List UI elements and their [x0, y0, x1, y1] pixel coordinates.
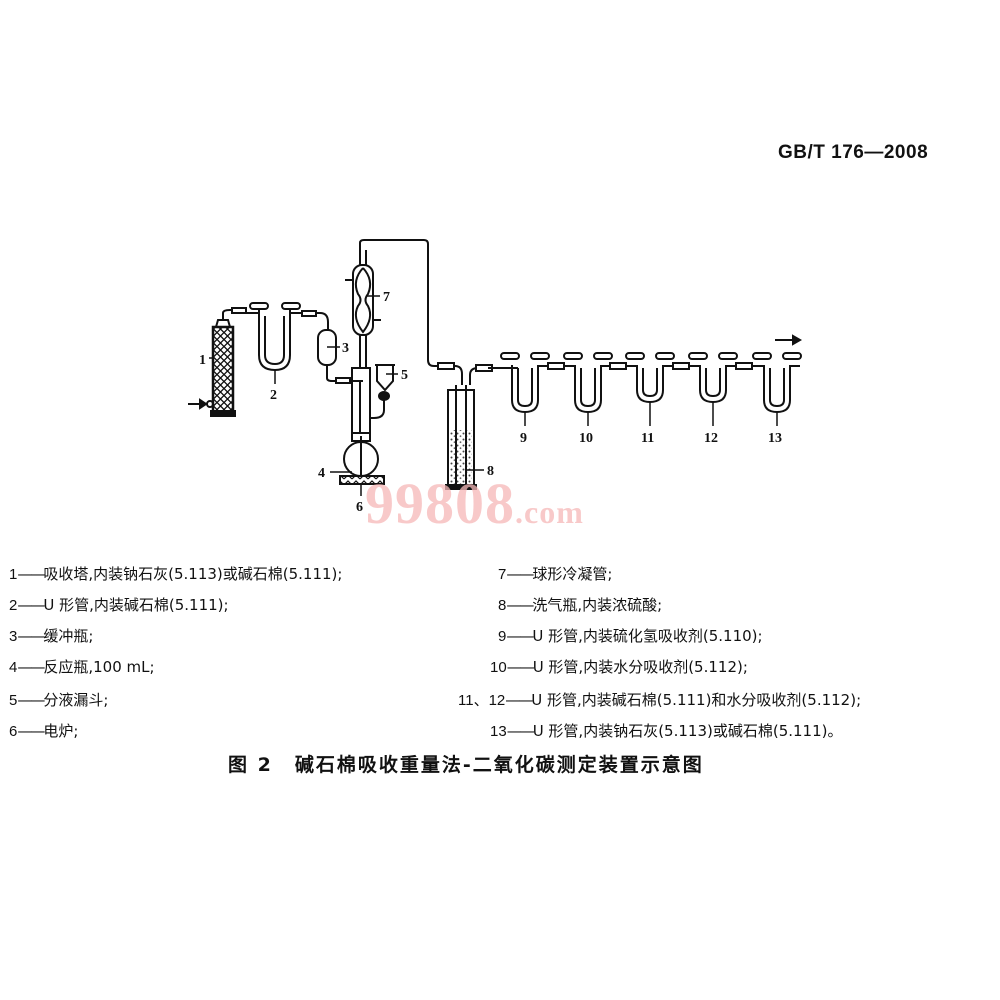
part-label-5: 5	[401, 368, 408, 383]
legend-num: 1	[9, 566, 18, 583]
legend-num: 10	[490, 659, 507, 676]
part-label-10: 10	[579, 431, 593, 446]
legend-dash: ——	[506, 627, 534, 645]
part-label-6: 6	[356, 500, 363, 515]
legend-item-3: 3——缓冲瓶;	[9, 625, 93, 646]
legend-item-10: 10——U 形管,内装水分吸收剂(5.112);	[490, 656, 748, 677]
legend-text: 电炉;	[43, 722, 79, 740]
legend-item-2: 2——U 形管,内装碱石棉(5.111);	[9, 594, 229, 615]
part-label-7: 7	[383, 290, 390, 305]
u-tube-13	[752, 352, 802, 414]
legend-text: U 形管,内装碱石棉(5.111);	[43, 596, 229, 614]
apparatus-diagram: 1 2 3 4 5 6 7 8 9 10 11 12 13	[188, 239, 803, 515]
part-label-4: 4	[318, 466, 325, 481]
part-label-13: 13	[768, 431, 782, 446]
legend-dash: ——	[506, 596, 534, 614]
part-label-9: 9	[520, 431, 527, 446]
legend-text: U 形管,内装碱石棉(5.111)和水分吸收剂(5.112);	[531, 691, 862, 709]
part-label-2: 2	[270, 388, 277, 403]
legend-item-5: 5——分液漏斗;	[9, 689, 108, 710]
legend-item-8: 8——洗气瓶,内装浓硫酸;	[498, 594, 662, 615]
legend-text: 缓冲瓶;	[43, 627, 94, 645]
legend-num: 6	[9, 723, 18, 740]
legend-item-11-12: 11、12——U 形管,内装碱石棉(5.111)和水分吸收剂(5.112);	[458, 689, 861, 710]
electric-furnace	[339, 475, 385, 485]
figure-caption: 图 2 碱石棉吸收重量法-二氧化碳测定装置示意图	[228, 750, 704, 777]
legend-item-13: 13——U 形管,内装钠石灰(5.113)或碱石棉(5.111)。	[490, 720, 843, 741]
legend-item-6: 6——电炉;	[9, 720, 78, 741]
u-tube-10	[563, 352, 613, 414]
part-label-3: 3	[342, 341, 349, 356]
legend-text: U 形管,内装硫化氢吸收剂(5.110);	[532, 627, 763, 645]
legend-item-7: 7——球形冷凝管;	[498, 563, 612, 584]
standard-code: GB/T 176—2008	[778, 142, 929, 163]
part-label-12: 12	[704, 431, 718, 446]
legend-num: 8	[498, 597, 507, 614]
legend-item-4: 4——反应瓶,100 mL;	[9, 656, 155, 677]
legend-item-1: 1——吸收塔,内装钠石灰(5.113)或碱石棉(5.111);	[9, 563, 342, 584]
separatory-funnel	[370, 364, 395, 419]
legend-dash: ——	[506, 722, 535, 740]
part-label-11: 11	[641, 431, 654, 446]
legend-text: 球形冷凝管;	[532, 565, 613, 583]
legend-num: 9	[498, 628, 507, 645]
legend-num: 11、12	[458, 692, 506, 709]
part-label-8: 8	[487, 464, 494, 479]
legend-dash: ——	[506, 658, 535, 676]
legend-text: 吸收塔,内装钠石灰(5.113)或碱石棉(5.111);	[43, 565, 343, 583]
legend-dash: ——	[17, 565, 45, 583]
watermark: 99808.com	[365, 470, 584, 537]
legend-dash: ——	[17, 627, 45, 645]
legend-num: 7	[498, 566, 507, 583]
legend-text: 洗气瓶,内装浓硫酸;	[532, 596, 663, 614]
figure-number: 图 2	[228, 754, 273, 776]
part-label-1: 1	[199, 353, 206, 368]
u-tube-12	[688, 352, 738, 404]
gas-washing-bottle	[445, 365, 488, 490]
legend-text: U 形管,内装水分吸收剂(5.112);	[532, 658, 748, 676]
legend-dash: ——	[17, 722, 45, 740]
absorption-tower	[206, 309, 245, 417]
legend-num: 2	[9, 597, 18, 614]
legend-dash: ——	[17, 596, 45, 614]
legend-num: 13	[490, 723, 507, 740]
arrow-out-icon	[775, 334, 803, 346]
reaction-flask	[343, 367, 379, 477]
legend-num: 5	[9, 692, 18, 709]
legend-num: 4	[9, 659, 18, 676]
legend-dash: ——	[17, 691, 45, 709]
legend-num: 3	[9, 628, 18, 645]
bulb-condenser	[345, 239, 455, 371]
legend-dash: ——	[506, 565, 534, 583]
watermark-domain: .com	[515, 494, 584, 530]
figure-title: 碱石棉吸收重量法-二氧化碳测定装置示意图	[294, 754, 704, 776]
legend-dash: ——	[17, 658, 45, 676]
u-tube-11	[625, 352, 675, 404]
legend-text: 反应瓶,100 mL;	[43, 658, 155, 676]
legend-item-9: 9——U 形管,内装硫化氢吸收剂(5.110);	[498, 625, 763, 646]
u-tube-9	[500, 352, 550, 414]
legend-dash: ——	[505, 691, 533, 709]
arrow-in-icon	[188, 398, 208, 410]
watermark-text: 99808	[365, 471, 515, 536]
legend-text: 分液漏斗;	[43, 691, 109, 709]
legend-text: U 形管,内装钠石灰(5.113)或碱石棉(5.111)。	[532, 722, 843, 740]
